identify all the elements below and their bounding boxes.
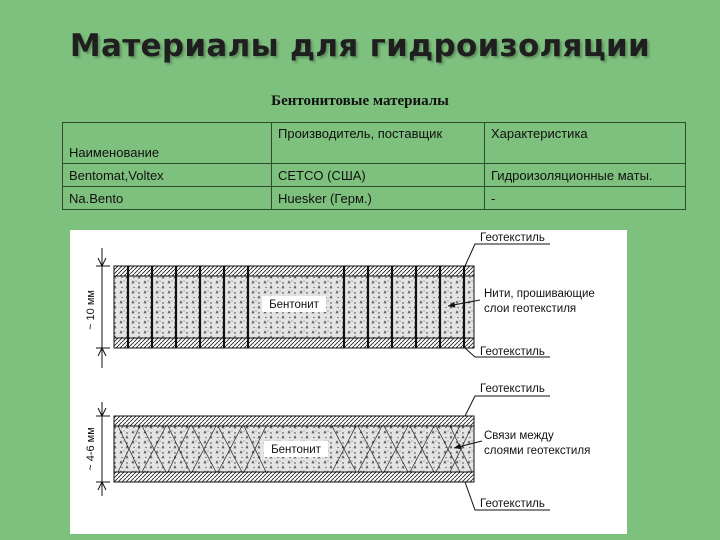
bentonite-mat-diagram: Бентонит ~ 10 мм Геотекстиль Нити, проши… (70, 230, 627, 534)
thickness-label: ~ 4-6 мм (85, 427, 97, 471)
core-label: Бентонит (271, 444, 322, 456)
callout-geotextile-bottom: Геотекстиль (480, 346, 545, 358)
core-label: Бентонит (269, 299, 320, 311)
slide-title: Материалы для гидроизоляции (69, 28, 651, 64)
callout-links-line1: Связи между (484, 430, 554, 442)
header-manufacturer: Производитель, поставщик (271, 122, 485, 164)
callouts: Геотекстиль Связи между слоями геотексти… (453, 383, 590, 511)
cell-characteristic: - (484, 186, 686, 210)
callouts: Геотекстиль Нити, прошивающие слои геоте… (447, 232, 595, 358)
section-subtitle: Бентонитовые материалы (271, 93, 449, 109)
cell-characteristic: Гидроизоляционные маты. (484, 163, 686, 187)
thickness-label: ~ 10 мм (85, 290, 97, 330)
callout-geotextile-top: Геотекстиль (480, 383, 545, 395)
table-row: Na.Bento Huesker (Герм.) - (62, 186, 686, 210)
callout-threads-line1: Нити, прошивающие (484, 288, 595, 300)
top-geotextile-layer (113, 415, 475, 427)
table-header-row: Наименование Производитель, поставщик Ха… (62, 122, 686, 164)
header-characteristic: Характеристика (484, 122, 686, 164)
needle-punched-mat: Бентонит ~ 4-6 мм Геотекстиль Связи межд… (85, 383, 590, 511)
cell-manufacturer: Huesker (Герм.) (271, 186, 485, 210)
thickness-dimension: ~ 10 мм (85, 248, 110, 368)
cell-name: Bentomat,Voltex (62, 163, 272, 187)
cell-manufacturer: CETCO (США) (271, 163, 485, 187)
top-geotextile-layer (113, 265, 475, 277)
callout-geotextile-top: Геотекстиль (480, 232, 545, 244)
stitching-threads (126, 266, 466, 348)
stitched-mat: Бентонит ~ 10 мм Геотекстиль Нити, проши… (85, 232, 595, 368)
header-name: Наименование (62, 122, 272, 164)
cell-name: Na.Bento (62, 186, 272, 210)
callout-geotextile-bottom: Геотекстиль (480, 498, 545, 510)
callout-links-line2: слоями геотекстиля (484, 445, 590, 457)
thickness-dimension: ~ 4-6 мм (85, 402, 110, 496)
fiber-links (117, 425, 473, 473)
callout-threads-line2: слои геотекстиля (484, 303, 576, 315)
bottom-geotextile-layer (113, 337, 475, 349)
bottom-geotextile-layer (113, 471, 475, 483)
diagram-svg: Бентонит ~ 10 мм Геотекстиль Нити, проши… (85, 232, 595, 511)
table-row: Bentomat,Voltex CETCO (США) Гидроизоляци… (62, 163, 686, 187)
materials-table: Наименование Производитель, поставщик Ха… (62, 122, 686, 210)
